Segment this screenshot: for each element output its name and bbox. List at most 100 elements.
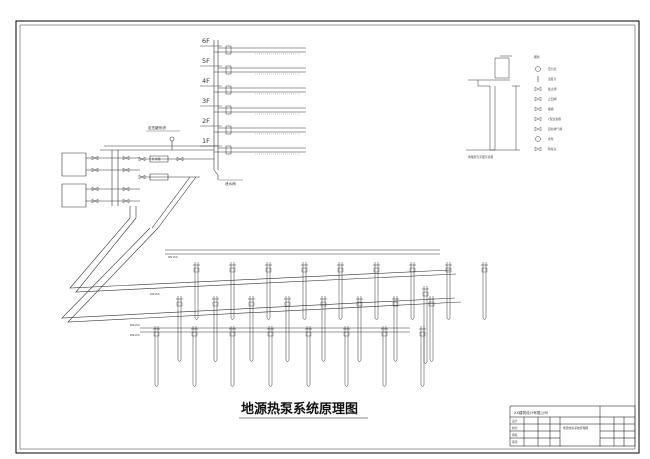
- well-valve: [302, 268, 307, 272]
- drain-label: 泄水阀: [225, 181, 236, 186]
- valve-icon: [123, 187, 129, 191]
- well-u-bend: [394, 360, 397, 362]
- valve-icon: [92, 199, 98, 203]
- well-u-bend: [231, 318, 234, 320]
- floor-branches: [200, 46, 306, 154]
- pump-icon: [536, 137, 541, 142]
- floor-valve: [226, 46, 231, 54]
- valve-icon: [535, 147, 541, 151]
- return-header-1: [76, 218, 456, 292]
- pipe-size-label: DN150: [130, 323, 140, 327]
- detail-title: 地埋管孔平面示意图: [468, 155, 493, 159]
- well-valve: [410, 268, 415, 272]
- title-block-row-label: 审核: [512, 433, 518, 437]
- well-valve: [194, 268, 199, 272]
- well-u-bend: [358, 360, 361, 362]
- borehole-detail: [466, 56, 520, 150]
- well-valve: [357, 302, 362, 306]
- floor-label-2f: 2F: [202, 117, 210, 125]
- floor-label-4f: 4F: [202, 77, 210, 85]
- well-u-bend: [383, 385, 386, 387]
- valve-icon: [123, 168, 129, 172]
- well-valve: [192, 332, 197, 336]
- floor-valve: [226, 66, 231, 74]
- legend-label: Y型过滤器: [548, 117, 561, 121]
- well-u-bend: [322, 360, 325, 362]
- return-header-2: [68, 228, 461, 322]
- pipe-size-label: DN150: [130, 333, 140, 337]
- well-valve: [154, 332, 159, 336]
- title-block-row-label: 审定: [512, 440, 518, 444]
- well-u-bend: [214, 360, 217, 362]
- title-block-row-label: 设计: [512, 419, 518, 423]
- legend-label: 压力表: [548, 67, 557, 71]
- valve-icon: [123, 199, 129, 203]
- legend-label: 温度计: [548, 77, 557, 81]
- heat-pump-unit-1: [62, 153, 86, 176]
- legend-label: 软接头: [548, 147, 557, 151]
- floor-label-1f: 1F: [202, 137, 210, 145]
- legend-label: 止回阀: [548, 97, 557, 101]
- well-valve: [374, 268, 379, 272]
- well-valve: [420, 332, 425, 336]
- well-u-bend: [447, 318, 450, 320]
- legend-label: 蝶阀: [548, 107, 554, 111]
- well-valve: [382, 332, 387, 336]
- well-valve: [338, 268, 343, 272]
- heat-pump-units: [62, 137, 218, 228]
- well-u-bend: [303, 318, 306, 320]
- legend-title: 图例: [534, 55, 540, 59]
- legend-label: 自动排气阀: [548, 127, 562, 131]
- well-u-bend: [307, 385, 310, 387]
- well-valve: [177, 302, 182, 306]
- building-riser: [214, 40, 218, 180]
- valve-icon: [177, 157, 183, 161]
- floor-valve: [226, 86, 231, 94]
- well-u-bend: [421, 385, 424, 387]
- floor-label-6f: 6F: [202, 37, 210, 45]
- valve-icon: [139, 157, 145, 161]
- floor-valve: [226, 126, 231, 134]
- valve-icon: [535, 87, 541, 91]
- well-u-bend: [231, 385, 234, 387]
- well-u-bend: [250, 360, 253, 362]
- valve-icon: [139, 175, 145, 179]
- valve-icon: [535, 127, 541, 131]
- well-u-bend: [178, 360, 181, 362]
- well-u-bend: [483, 318, 486, 320]
- company-name: XX建筑设计有限公司: [514, 410, 548, 415]
- title-block-row-label: 校对: [512, 426, 518, 430]
- valve-icon: [92, 168, 98, 172]
- well-valve: [285, 302, 290, 306]
- well-u-bend: [345, 385, 348, 387]
- well-valve: [423, 292, 428, 296]
- supply-header-1: [70, 218, 450, 288]
- well-u-bend: [411, 318, 414, 320]
- sheet-border: [16, 21, 639, 453]
- title-block-drawing-name: 地源热泵系统原理图: [563, 426, 588, 430]
- well-valve: [230, 268, 235, 272]
- valve-icon: [535, 117, 541, 121]
- well-valve: [230, 332, 235, 336]
- valve-icon: [123, 156, 129, 160]
- pipe-size-label: DN150: [168, 255, 178, 259]
- well-u-bend: [375, 318, 378, 320]
- well-u-bend: [269, 385, 272, 387]
- title-block: [510, 406, 635, 446]
- well-valve: [249, 302, 254, 306]
- well-valve: [393, 302, 398, 306]
- well-valve: [482, 268, 487, 272]
- gauge-icon: [536, 67, 541, 72]
- valve-icon: [535, 97, 541, 101]
- well-u-bend: [339, 318, 342, 320]
- well-valve: [213, 302, 218, 306]
- well-u-bend: [424, 362, 427, 364]
- floor-valve: [226, 106, 231, 114]
- valve-symbols: [92, 156, 183, 203]
- legend-symbols: [535, 67, 541, 152]
- drawing-title: 地源热泵系统原理图: [241, 401, 358, 417]
- well-valve: [266, 268, 271, 272]
- pressure-tank-label: 定压罐系统: [148, 125, 166, 130]
